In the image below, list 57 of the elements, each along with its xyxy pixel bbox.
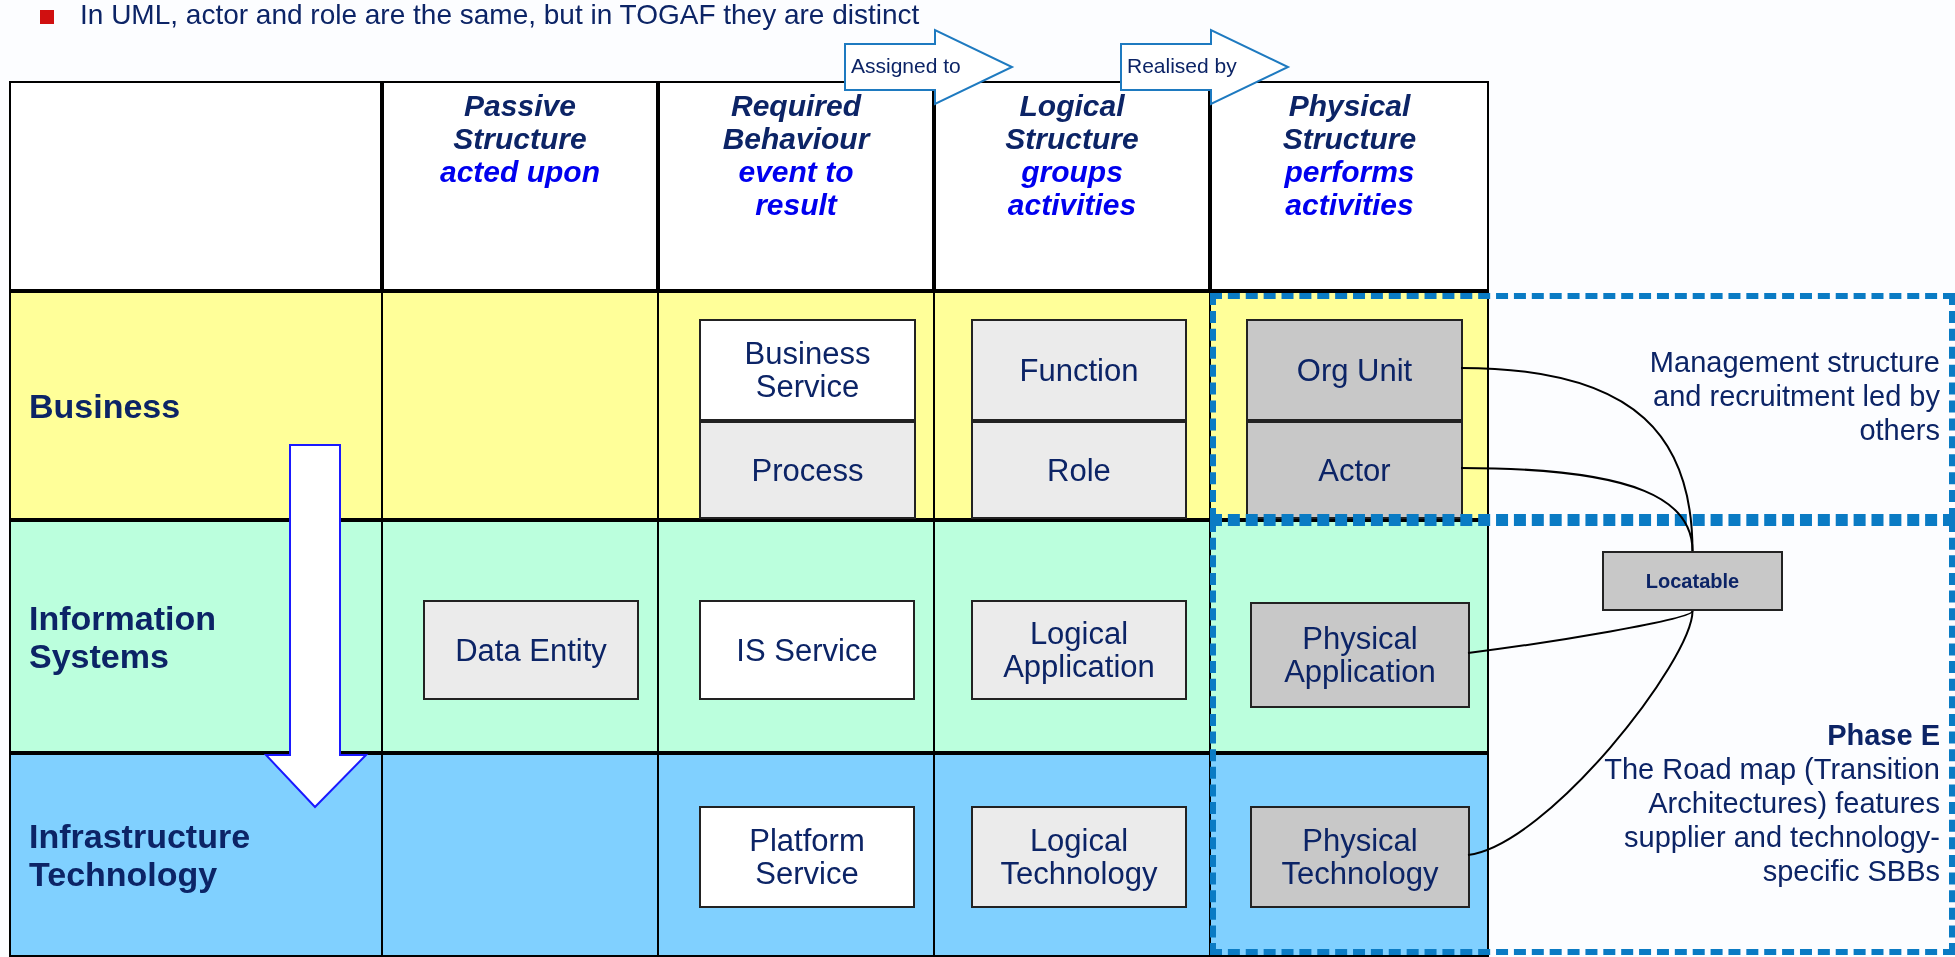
component-box	[971, 421, 1187, 519]
box-label: Actor	[1318, 453, 1391, 487]
connector-line	[1467, 610, 1694, 654]
box-label: Function	[1019, 353, 1139, 387]
component-box	[699, 319, 916, 421]
box-label: IS Service	[736, 633, 878, 667]
row-band	[9, 753, 1489, 957]
row-band	[9, 291, 1489, 520]
edge-label: Assigned to	[851, 53, 961, 79]
connector-line	[1467, 610, 1694, 856]
column-subheading: performs activities	[1283, 155, 1416, 221]
box-label: Data Entity	[455, 633, 607, 667]
component-box	[1250, 602, 1470, 708]
component-box	[423, 600, 639, 700]
block-arrow	[844, 28, 1015, 106]
box-label: Business Service	[743, 337, 872, 403]
box-label: Physical Technology	[1280, 824, 1440, 890]
box-label: Physical Application	[1283, 622, 1437, 688]
block-arrow	[1120, 28, 1291, 106]
component-box	[971, 600, 1187, 700]
row-band	[9, 520, 1489, 753]
box-label: Org Unit	[1296, 353, 1413, 387]
note-heading: Phase E	[1826, 718, 1940, 752]
component-box	[699, 421, 916, 519]
component-box	[1246, 319, 1463, 421]
header-cell	[382, 81, 658, 291]
column-subheading: groups activities	[1006, 155, 1138, 221]
box-label: Logical Application	[1002, 617, 1156, 683]
component-box	[699, 806, 915, 908]
edge-label: Realised by	[1127, 53, 1237, 79]
box-label: Process	[751, 453, 864, 487]
header-cell	[658, 81, 934, 291]
column-heading: Physical Structure	[1281, 89, 1418, 155]
component-box	[971, 319, 1187, 421]
box-label: Locatable	[1645, 569, 1740, 593]
row-heading: Infrastructure Technology	[29, 817, 252, 893]
header-cell	[934, 81, 1210, 291]
connector-line	[1460, 467, 1694, 552]
box-label: Logical Technology	[999, 824, 1159, 890]
slide-title: In UML, actor and role are the same, but in TOGAF they are distinct	[80, 0, 920, 30]
box-label: Platform Service	[748, 824, 866, 890]
component-box	[1246, 421, 1463, 519]
column-heading: Logical Structure	[1004, 89, 1140, 155]
header-cell	[1210, 81, 1489, 291]
component-box	[699, 600, 915, 700]
column-subheading: event to result	[737, 155, 855, 221]
column-subheading: acted upon	[439, 155, 601, 188]
column-heading: Required Behaviour	[721, 89, 872, 155]
row-heading: Business	[29, 386, 182, 425]
note-text: Management structure and recruitment led by others	[1648, 345, 1940, 447]
row-heading: Information Systems	[29, 598, 217, 675]
component-box	[971, 806, 1187, 908]
box-label: Role	[1047, 453, 1111, 487]
column-heading: Passive Structure	[452, 89, 588, 155]
note-text: The Road map (Transition Architectures) features supplier and technology-specific SBBs	[1603, 752, 1940, 888]
component-box	[1250, 806, 1470, 908]
class-box	[1602, 551, 1783, 611]
